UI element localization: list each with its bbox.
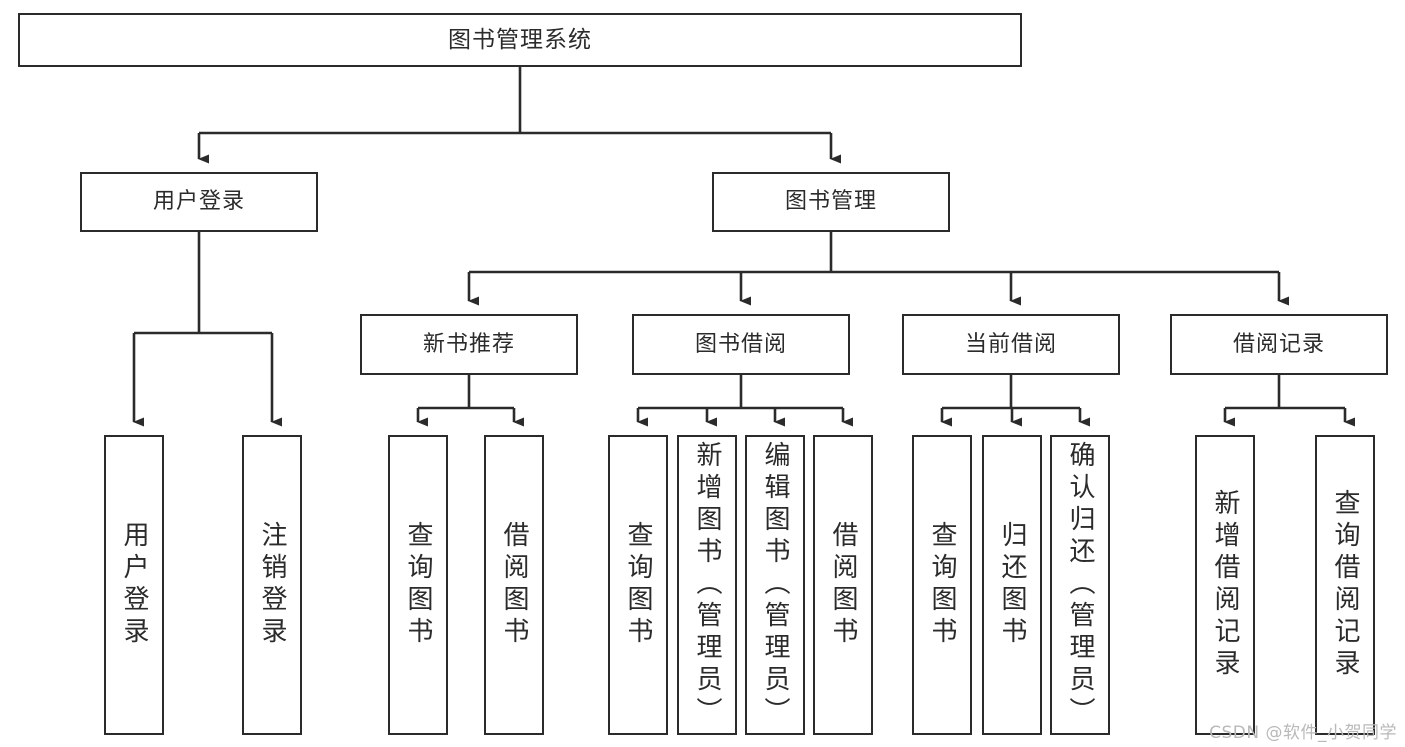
watermark-text: CSDN @软件_小贺同学 bbox=[1209, 723, 1397, 743]
node-label: 图书管理 bbox=[784, 189, 877, 215]
node-new-book-recommendation[interactable]: 新书推荐 bbox=[360, 314, 578, 375]
node-label: 用户登录 bbox=[119, 521, 149, 649]
node-leaf-add-borrow-record[interactable]: 新增借阅记录 bbox=[1195, 435, 1255, 735]
node-current-borrowing[interactable]: 当前借阅 bbox=[902, 314, 1120, 375]
node-leaf-query-book-3[interactable]: 查询图书 bbox=[912, 435, 972, 735]
node-label: 查询借阅记录 bbox=[1330, 489, 1360, 681]
node-leaf-return-book[interactable]: 归还图书 bbox=[982, 435, 1042, 735]
node-label: 查询图书 bbox=[623, 521, 653, 649]
node-label: 借阅图书 bbox=[499, 521, 529, 649]
node-leaf-query-borrow-record[interactable]: 查询借阅记录 bbox=[1315, 435, 1375, 735]
node-leaf-add-book-admin[interactable]: 新增图书（管理员） bbox=[677, 435, 737, 735]
node-label: 用户登录 bbox=[152, 189, 245, 215]
node-label: 借阅记录 bbox=[1232, 331, 1325, 357]
node-user-login[interactable]: 用户登录 bbox=[80, 172, 318, 232]
node-label: 查询图书 bbox=[927, 521, 957, 649]
node-label: 新增借阅记录 bbox=[1210, 489, 1240, 681]
node-label: 新增图书（管理员） bbox=[692, 441, 722, 729]
node-label: 注销登录 bbox=[257, 521, 287, 649]
node-label: 查询图书 bbox=[403, 521, 433, 649]
node-label: 新书推荐 bbox=[422, 331, 515, 357]
node-label: 编辑图书（管理员） bbox=[760, 441, 790, 729]
node-label: 当前借阅 bbox=[964, 331, 1057, 357]
node-label: 确认归还（管理员） bbox=[1065, 441, 1095, 729]
node-leaf-query-book-1[interactable]: 查询图书 bbox=[388, 435, 448, 735]
node-label: 图书借阅 bbox=[694, 331, 787, 357]
node-label: 借阅图书 bbox=[828, 521, 858, 649]
node-leaf-confirm-return-admin[interactable]: 确认归还（管理员） bbox=[1050, 435, 1110, 735]
node-label: 图书管理系统 bbox=[448, 26, 592, 53]
node-borrowing-records[interactable]: 借阅记录 bbox=[1170, 314, 1388, 375]
node-root-book-management-system[interactable]: 图书管理系统 bbox=[18, 13, 1022, 67]
node-leaf-query-book-2[interactable]: 查询图书 bbox=[608, 435, 668, 735]
node-leaf-borrow-book-2[interactable]: 借阅图书 bbox=[813, 435, 873, 735]
node-leaf-logout[interactable]: 注销登录 bbox=[242, 435, 302, 735]
node-book-borrowing[interactable]: 图书借阅 bbox=[632, 314, 850, 375]
node-book-management[interactable]: 图书管理 bbox=[712, 172, 950, 232]
node-leaf-borrow-book-1[interactable]: 借阅图书 bbox=[484, 435, 544, 735]
node-leaf-edit-book-admin[interactable]: 编辑图书（管理员） bbox=[745, 435, 805, 735]
node-leaf-user-login[interactable]: 用户登录 bbox=[104, 435, 164, 735]
node-label: 归还图书 bbox=[997, 521, 1027, 649]
